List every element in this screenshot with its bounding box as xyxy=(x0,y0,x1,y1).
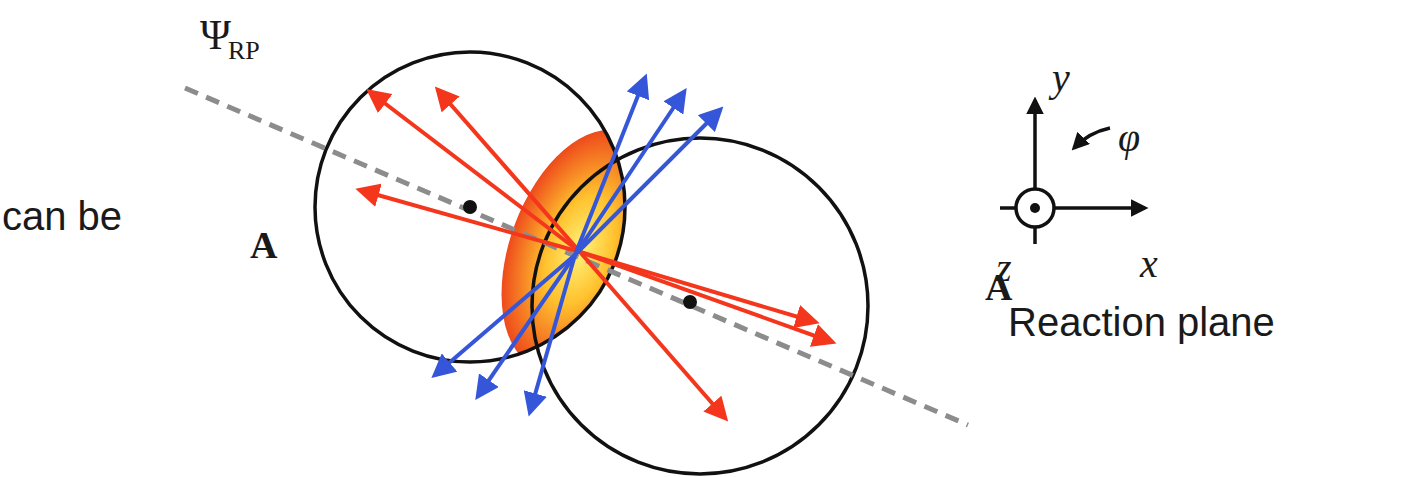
plane-subscript: RP xyxy=(228,38,260,64)
nucleus-outline xyxy=(315,52,625,362)
in-plane-arrows xyxy=(360,90,832,418)
cut-text: can be xyxy=(2,196,122,236)
nucleus-center xyxy=(683,295,697,309)
nucleus-label: A xyxy=(250,226,277,264)
plane-symbol: Ψ xyxy=(200,14,231,56)
nucleus-center xyxy=(463,200,477,214)
axis-label: z xyxy=(996,248,1012,288)
axis-dot xyxy=(1030,203,1040,213)
axis-label: x xyxy=(1140,244,1158,284)
angle-label: φ xyxy=(1118,118,1140,158)
nucleus-outline xyxy=(532,138,868,474)
reaction-plane-line xyxy=(185,88,968,425)
caption-text: Reaction plane xyxy=(1008,302,1275,342)
axis-label: y xyxy=(1052,58,1070,98)
out-of-plane-arrows xyxy=(435,78,720,412)
coordinate-axes xyxy=(1000,100,1145,244)
